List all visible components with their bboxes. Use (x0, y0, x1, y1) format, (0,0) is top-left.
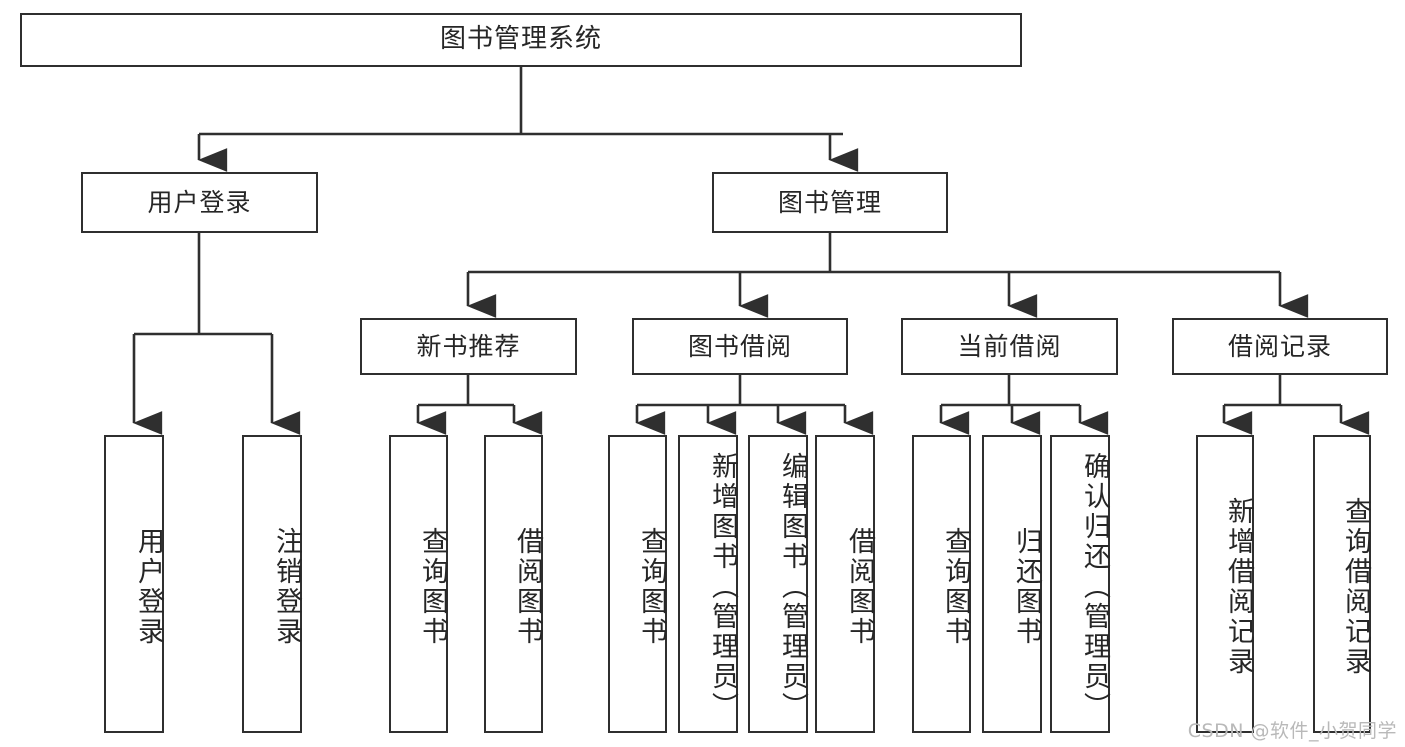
leaf-user-login-login[interactable]: 用户登录 (104, 435, 164, 733)
leaf-label: 新增借阅记录 (1223, 497, 1254, 677)
leaf-record-add-record[interactable]: 新增借阅记录 (1196, 435, 1254, 733)
node-book-borrow[interactable]: 图书借阅 (632, 318, 848, 375)
leaf-label: 确认归还（管理员） (1079, 452, 1110, 722)
leaf-label: 用户登录 (133, 527, 164, 647)
leaf-label: 借阅图书 (512, 527, 543, 647)
node-root-label: 图书管理系统 (439, 24, 602, 55)
leaf-current-confirm-return[interactable]: 确认归还（管理员） (1050, 435, 1110, 733)
node-root[interactable]: 图书管理系统 (20, 13, 1022, 67)
leaf-borrow-query-book[interactable]: 查询图书 (608, 435, 667, 733)
leaf-label: 注销登录 (271, 527, 302, 647)
leaf-label: 归还图书 (1011, 527, 1042, 647)
leaf-current-query-book[interactable]: 查询图书 (912, 435, 971, 733)
leaf-label: 新增图书（管理员） (707, 452, 738, 722)
leaf-label: 查询图书 (417, 527, 448, 647)
node-borrow-record-label: 借阅记录 (1227, 331, 1332, 361)
node-current-borrow[interactable]: 当前借阅 (901, 318, 1118, 375)
leaf-borrow-add-book[interactable]: 新增图书（管理员） (678, 435, 738, 733)
leaf-current-return-book[interactable]: 归还图书 (982, 435, 1042, 733)
leaf-label: 查询图书 (636, 527, 667, 647)
node-user-login-label: 用户登录 (147, 187, 252, 217)
leaf-borrow-edit-book[interactable]: 编辑图书（管理员） (748, 435, 808, 733)
leaf-recommend-query-book[interactable]: 查询图书 (389, 435, 448, 733)
node-new-book-recommend-label: 新书推荐 (416, 331, 521, 361)
node-user-login[interactable]: 用户登录 (81, 172, 318, 233)
leaf-label: 查询图书 (940, 527, 971, 647)
leaf-user-login-logout[interactable]: 注销登录 (242, 435, 302, 733)
node-current-borrow-label: 当前借阅 (957, 331, 1062, 361)
node-book-management-label: 图书管理 (777, 187, 882, 217)
leaf-label: 借阅图书 (844, 527, 875, 647)
node-book-borrow-label: 图书借阅 (687, 331, 792, 361)
node-borrow-record[interactable]: 借阅记录 (1172, 318, 1388, 375)
leaf-recommend-borrow-book[interactable]: 借阅图书 (484, 435, 543, 733)
node-book-management[interactable]: 图书管理 (712, 172, 948, 233)
leaf-label: 查询借阅记录 (1340, 497, 1371, 677)
leaf-record-query-record[interactable]: 查询借阅记录 (1313, 435, 1371, 733)
leaf-borrow-borrow-book[interactable]: 借阅图书 (815, 435, 875, 733)
leaf-label: 编辑图书（管理员） (777, 452, 808, 722)
node-new-book-recommend[interactable]: 新书推荐 (360, 318, 577, 375)
